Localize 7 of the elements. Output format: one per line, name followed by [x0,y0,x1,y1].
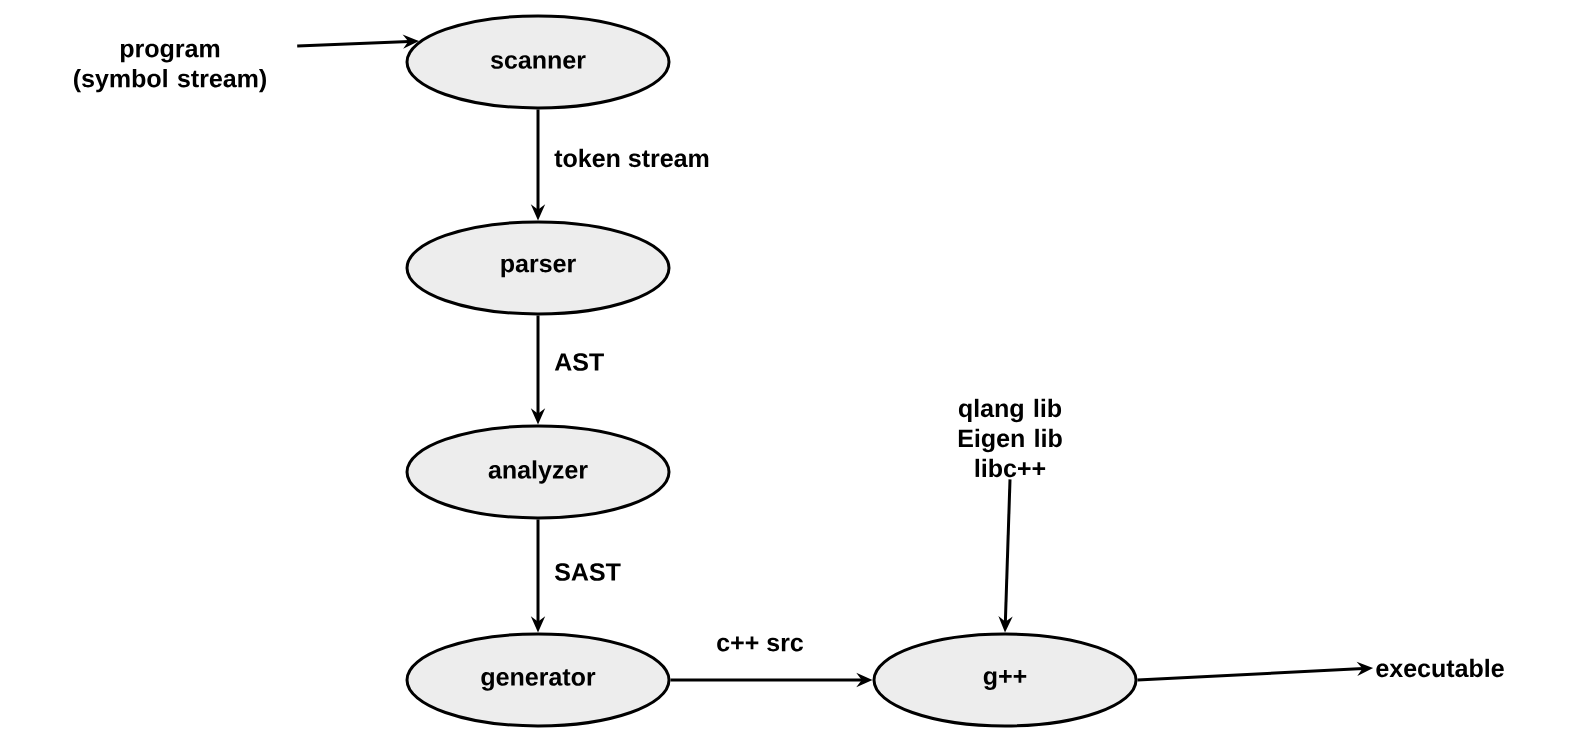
text-label: qlang lib Eigen lib libc++ [958,398,1062,478]
edge-label: c++ src [714,634,806,654]
edge-label: SAST [552,561,623,583]
edge-label: AST [552,351,607,373]
edge-label: token stream [552,146,712,170]
text-label: program (symbol stream) [74,43,266,93]
text-label: executable [1376,658,1504,678]
